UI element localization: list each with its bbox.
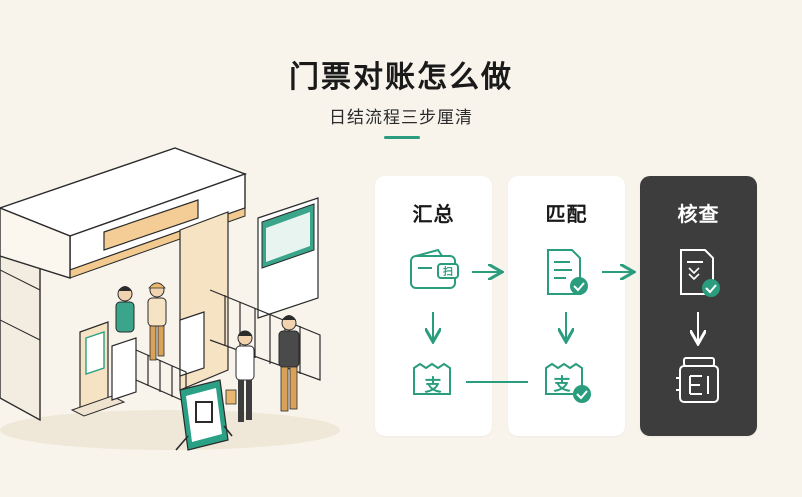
step-label: 汇总 <box>412 202 455 226</box>
receipt-pay-icon <box>413 362 451 395</box>
wallet-tag-text: 扫 <box>443 265 453 278</box>
step-label: 核查 <box>677 202 720 226</box>
wallet-icon <box>410 248 459 289</box>
title-underline <box>384 136 420 139</box>
receipt-pay-check-icon <box>545 362 591 403</box>
page-subtitle: 日结流程三步厘清 <box>329 108 473 128</box>
step-card-summary: 汇总 <box>375 176 492 436</box>
step-label: 匹配 <box>545 202 588 226</box>
step-card-verify: 核查 <box>640 176 757 436</box>
page-title: 门票对账怎么做 <box>289 60 513 95</box>
document-check-icon <box>547 249 588 295</box>
ticket-gate-illustration <box>0 147 340 451</box>
archive-ledger-icon <box>676 357 719 403</box>
receipt-char: 支 <box>425 375 443 396</box>
receipt-char: 支 <box>554 374 572 395</box>
document-verified-icon <box>680 249 720 297</box>
step-card-match: 匹配 <box>508 176 625 436</box>
